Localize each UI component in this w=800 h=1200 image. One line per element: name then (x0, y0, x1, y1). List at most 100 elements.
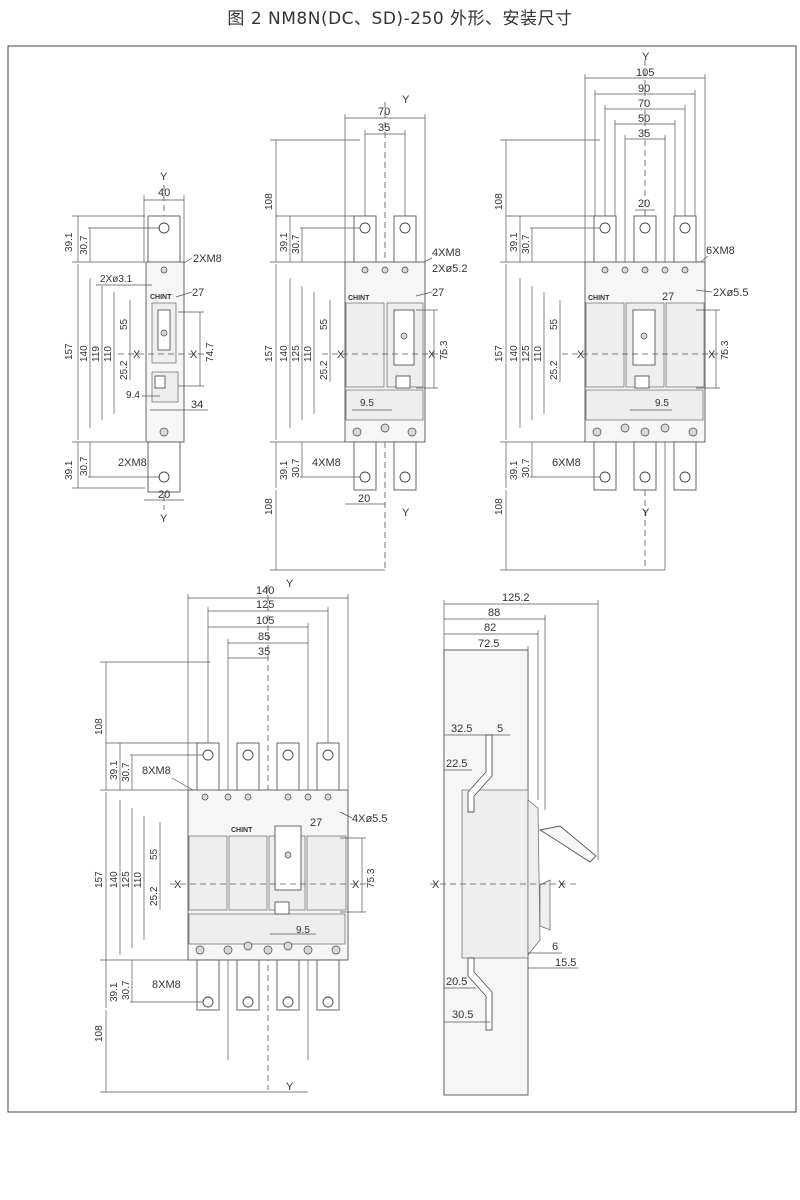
dim-108-bottom: 108 (494, 498, 505, 515)
holes-top-label: 6XM8 (706, 245, 735, 257)
dim-125: 125 (291, 345, 302, 362)
axis-x-label: X (133, 349, 141, 361)
side-view: 125.2 88 82 72.5 X X 32.5 5 22.5 6 15.5 … (430, 592, 599, 1096)
dim-width: 40 (158, 187, 170, 199)
holes-mount-label: 2Xø5.5 (713, 287, 748, 299)
brand-logo-text: CHINT (231, 827, 253, 834)
dim-top2: 30.7 (121, 762, 132, 782)
dim-bot2: 30.7 (521, 458, 532, 478)
holes-mount-label: 2Xø3.1 (100, 274, 133, 285)
dim-22: 22.5 (446, 758, 467, 770)
dim-125: 125 (256, 599, 274, 611)
dim-9: 9.5 (655, 398, 669, 409)
dim-bot: 39.1 (509, 460, 520, 480)
dim-70: 70 (378, 106, 390, 118)
dim-119: 119 (91, 346, 102, 362)
three-pole-view: Y Y 105 90 70 50 35 20 108 6XM8 CHINT (494, 51, 748, 571)
terminal-bar (147, 441, 181, 493)
dim-6: 6 (552, 941, 558, 953)
dim-157: 157 (64, 343, 75, 360)
dim-108-bottom: 108 (264, 498, 275, 515)
axis-x-label: X (577, 349, 585, 361)
dim-9: 9.5 (296, 925, 310, 936)
dim-108-bottom: 108 (94, 1025, 105, 1042)
dim-32: 32.5 (451, 723, 472, 735)
axis-x-label: X (174, 879, 182, 891)
axis-y-label: Y (286, 1081, 294, 1093)
dim-bot2: 30.7 (291, 458, 302, 478)
holes-top-label: 2XM8 (193, 253, 222, 265)
terminal-bar (276, 959, 300, 1011)
dim-9: 9.4 (126, 390, 140, 401)
holes-bottom-label: 8XM8 (152, 979, 181, 991)
terminal-bar (316, 959, 340, 1011)
dim-140: 140 (256, 585, 274, 597)
dim-top2: 30.7 (521, 234, 532, 254)
dim-bot2: 30.7 (79, 456, 90, 476)
dim-125: 125 (521, 345, 532, 362)
dim-15: 15.5 (555, 957, 576, 969)
dim-9: 9.5 (360, 398, 374, 409)
dim-25: 25.2 (549, 360, 560, 380)
brand-logo-text: CHINT (588, 295, 610, 302)
dim-108-top: 108 (264, 193, 275, 210)
dim-5: 5 (497, 723, 503, 735)
one-pole-view: Y Y 40 2XM8 CHINT X X 39.1 30.7 2Xø3.1 (64, 171, 222, 525)
two-pole-view: Y Y 70 35 108 4XM8 2Xø5.2 CHINT X X 27 (264, 94, 467, 571)
dim-140: 140 (109, 871, 120, 888)
axis-y-label: Y (402, 94, 410, 106)
terminal-bar (196, 959, 220, 1011)
dim-20: 20 (358, 493, 370, 505)
dim-bot2: 30.7 (121, 980, 132, 1000)
dim-75: 75.3 (366, 868, 377, 888)
dim-top: 39.1 (279, 232, 290, 252)
axis-y-label: Y (160, 513, 168, 525)
dim-20: 20.5 (446, 976, 467, 988)
dim-75: 75.3 (720, 340, 731, 360)
dim-157: 157 (264, 345, 275, 362)
terminal-bar (593, 441, 617, 491)
dim-27: 27 (192, 287, 204, 299)
axis-y-label: Y (286, 578, 294, 590)
dim-top2: 30.7 (79, 235, 90, 255)
page-title: 图 2 NM8N(DC、SD)-250 外形、安装尺寸 (227, 9, 573, 29)
axis-y-label: Y (642, 51, 650, 63)
axis-x-label: X (190, 349, 198, 361)
dim-25: 25.2 (149, 886, 160, 906)
dim-110: 110 (303, 346, 314, 362)
axis-y-label: Y (402, 507, 410, 519)
dim-125: 125 (121, 871, 132, 888)
dim-bot: 39.1 (64, 460, 75, 480)
dim-55: 55 (319, 318, 330, 330)
drawing-frame (7, 45, 797, 1113)
dim-74: 74.7 (205, 342, 216, 362)
dim-27: 27 (662, 291, 674, 303)
terminal-hole (158, 471, 170, 483)
axis-x-label: X (352, 879, 360, 891)
terminal-bar (236, 959, 260, 1011)
dim-50: 50 (638, 113, 650, 125)
dim-72: 72.5 (478, 638, 499, 650)
dim-140: 140 (279, 345, 290, 362)
dim-27: 27 (310, 817, 322, 829)
dim-82: 82 (484, 622, 496, 634)
dim-25: 25.2 (119, 360, 130, 380)
dim-157: 157 (94, 871, 105, 888)
axis-y-label: Y (160, 171, 168, 183)
terminal-hole (158, 222, 170, 234)
dim-top2: 30.7 (291, 234, 302, 254)
dim-125: 125.2 (502, 592, 530, 604)
dim-110: 110 (133, 872, 144, 888)
axis-x-label: X (432, 879, 440, 891)
dim-140: 140 (79, 345, 90, 362)
dim-35: 35 (378, 122, 390, 134)
holes-bottom-label: 2XM8 (118, 457, 147, 469)
dim-55: 55 (149, 848, 160, 860)
dim-85: 85 (258, 631, 270, 643)
terminal-bar (353, 441, 377, 491)
terminal-bar (633, 441, 657, 491)
dim-88: 88 (488, 607, 500, 619)
holes-bottom-label: 6XM8 (552, 457, 581, 469)
holes-mount-label: 2Xø5.2 (432, 263, 467, 275)
dim-108-top: 108 (494, 193, 505, 210)
